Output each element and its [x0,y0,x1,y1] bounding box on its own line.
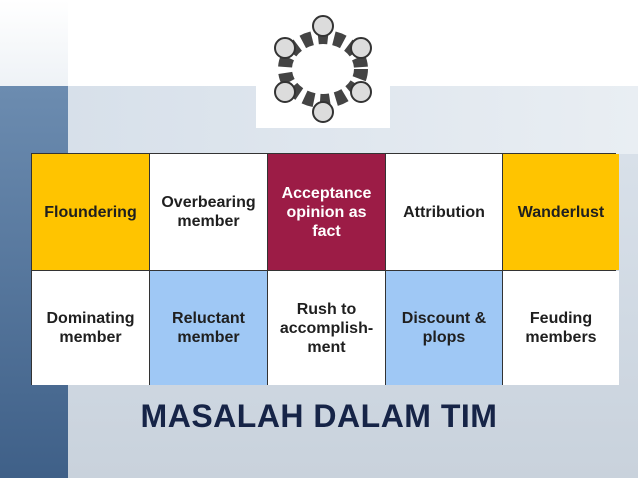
page-title: MASALAH DALAM TIM [140,398,498,434]
grid-cell: Acceptance opinion as fact [268,154,385,270]
grid-cell: Dominating member [32,271,149,385]
grid-cell: Floundering [32,154,149,270]
hands-chain-image [256,10,390,128]
grid-cell: Overbearing member [150,154,267,270]
grid-cell: Feuding members [503,271,619,385]
grid-cell: Discount & plops [386,271,502,385]
header-left-block [0,0,68,86]
grid-cell: Wanderlust [503,154,619,270]
grid-cell: Attribution [386,154,502,270]
problem-grid: Floundering Overbearing member Acceptanc… [31,153,619,385]
grid-cell: Reluctant member [150,271,267,385]
grid-cell: Rush to accomplish-ment [268,271,385,385]
